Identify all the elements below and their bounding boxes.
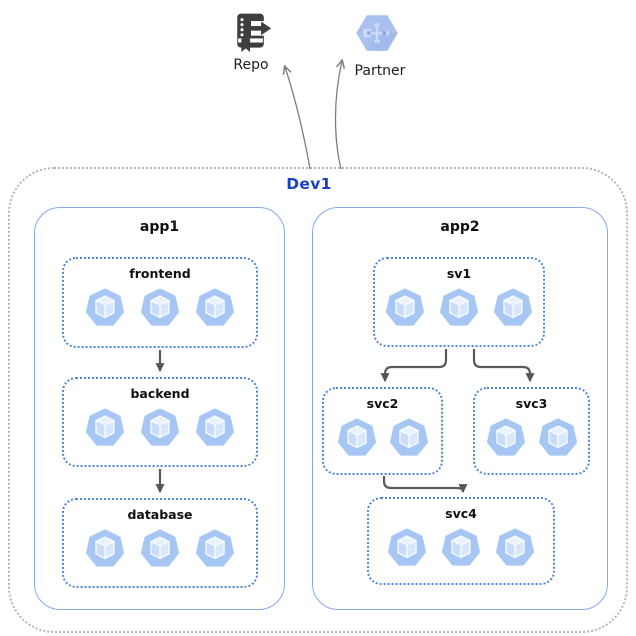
kubernetes-pod-icon bbox=[141, 288, 179, 326]
service-backend: backend bbox=[62, 377, 258, 467]
kubernetes-pod-icon bbox=[389, 418, 428, 456]
service-label: sv1 bbox=[446, 266, 472, 281]
kubernetes-pod-icon bbox=[486, 418, 525, 456]
kubernetes-pod-icon bbox=[86, 288, 124, 326]
service-sv1: sv1 bbox=[373, 257, 545, 347]
service-frontend: frontend bbox=[62, 257, 258, 348]
kubernetes-pod-icon bbox=[196, 288, 234, 326]
kubernetes-pod-icon bbox=[494, 288, 532, 326]
partner-label: Partner bbox=[354, 63, 406, 79]
service-database: database bbox=[62, 498, 258, 588]
kubernetes-pod-icon bbox=[141, 408, 179, 446]
kubernetes-pod-icon bbox=[337, 418, 376, 456]
pod-row bbox=[86, 529, 234, 567]
app2-label: app2 bbox=[440, 219, 480, 235]
source-repository-icon bbox=[228, 10, 274, 58]
kubernetes-pod-icon bbox=[538, 418, 577, 456]
service-svc2: svc2 bbox=[322, 387, 443, 475]
service-label: svc2 bbox=[366, 396, 399, 411]
service-svc4: svc4 bbox=[367, 497, 555, 585]
service-svc3: svc3 bbox=[473, 387, 590, 475]
service-label: backend bbox=[130, 386, 190, 401]
pod-row bbox=[86, 408, 234, 446]
kubernetes-pod-icon bbox=[196, 408, 234, 446]
pod-row bbox=[486, 418, 577, 456]
repo-label: Repo bbox=[233, 57, 269, 73]
kubernetes-pod-icon bbox=[440, 288, 478, 326]
kubernetes-pod-icon bbox=[386, 288, 424, 326]
service-label: database bbox=[127, 507, 193, 522]
service-label: svc4 bbox=[445, 506, 477, 521]
pod-row bbox=[386, 288, 532, 326]
kubernetes-pod-icon bbox=[86, 408, 124, 446]
pod-row bbox=[86, 288, 234, 326]
kubernetes-pod-icon bbox=[442, 528, 480, 566]
kubernetes-pod-icon bbox=[86, 529, 124, 567]
kubernetes-pod-icon bbox=[496, 528, 534, 566]
app1-label: app1 bbox=[139, 219, 180, 235]
partner-hexagon-icon bbox=[354, 10, 400, 60]
kubernetes-pod-icon bbox=[141, 529, 179, 567]
service-label: svc3 bbox=[515, 396, 548, 411]
pod-row bbox=[388, 528, 534, 566]
kubernetes-pod-icon bbox=[388, 528, 426, 566]
service-label: frontend bbox=[129, 266, 191, 281]
cluster-label: Dev1 bbox=[286, 175, 332, 193]
pod-row bbox=[337, 418, 428, 456]
arrow-dev1-to-repo bbox=[282, 64, 311, 170]
kubernetes-pod-icon bbox=[196, 529, 234, 567]
